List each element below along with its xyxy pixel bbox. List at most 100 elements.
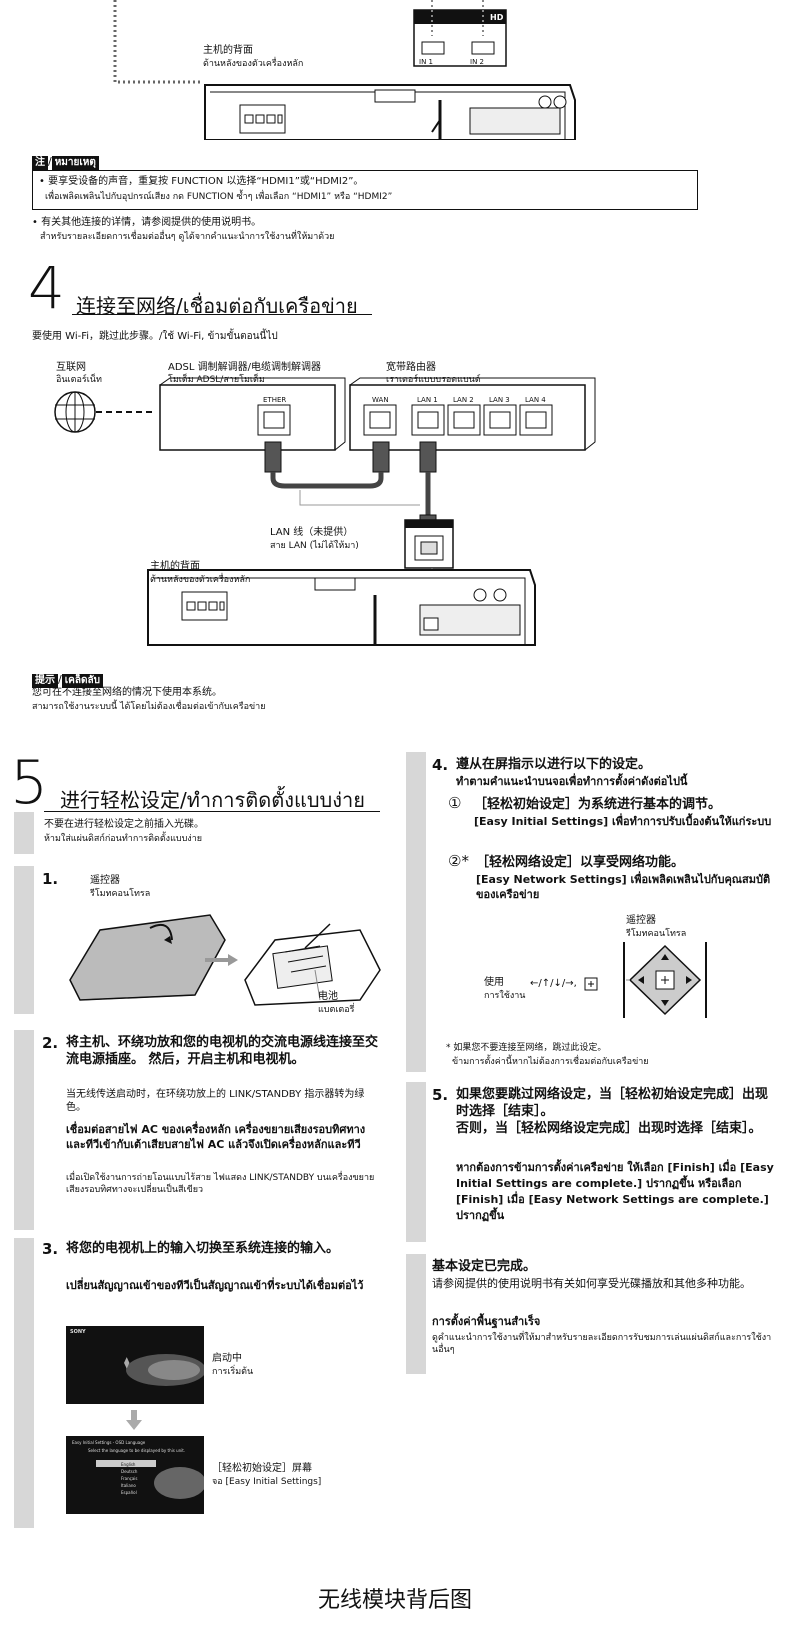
right-step5-number: 5. [432, 1086, 449, 1104]
top-rear-label-th: ด้านหลังของตัวเครื่องหลัก [203, 59, 304, 69]
step2-sub-th: เมื่อเปิดใช้งานการถ่ายโอนแบบไร้สาย ไฟแสด… [66, 1173, 375, 1195]
step1-battery-cn: 电池 [318, 991, 338, 1002]
tv-startup-screen: SONY ⧫ [66, 1326, 206, 1404]
step1-bar [14, 866, 34, 1014]
remote-dpad-illustration [623, 942, 707, 1018]
right-step5-th: หากต้องการข้ามการตั้งค่าเครือข่าย ให้เลื… [456, 1161, 774, 1222]
note2-cn: • 有关其他连接的详情，请参阅提供的使用说明书。 [32, 217, 262, 228]
settings-menu-header: Easy Initial Settings - OSD Language [72, 1440, 146, 1445]
step2-text-cn: 将主机、环绕功放和您的电视机的交流电源线连接至交流电源插座。 然后，开启主机和电… [66, 1035, 379, 1067]
settings-menu-item-4: Italiano [121, 1483, 136, 1488]
tip-th: สามารถใช้งานระบบนี้ ได้โดยไม่ต้องเชื่อมต… [32, 702, 266, 712]
s4-footnote-th: ข้ามการตั้งค่านี้หากไม่ต้องการเชื่อมต่อก… [452, 1057, 649, 1067]
intro-bar [14, 812, 34, 854]
tv-easy-settings-screen: Easy Initial Settings - OSD Language Sel… [66, 1436, 204, 1514]
step4-title-rule [72, 314, 372, 315]
top-rear-label-cn: 主机的背面 [203, 45, 253, 56]
router-label-cn: 宽带路由器 [386, 362, 436, 373]
item2-th: [Easy Network Settings] เพื่อเพลิดเพลินไ… [476, 873, 771, 901]
done-bar [406, 1254, 426, 1374]
settings-menu-item-2: Deutsch [121, 1469, 138, 1474]
lan-cable-label-cn: LAN 线（未提供） [270, 527, 354, 538]
right-step4-number: 4. [432, 756, 449, 774]
settings-menu-prompt: Select the language to be displayed by t… [88, 1448, 186, 1453]
done-th-sub: ดูคำแนะนำการใช้งานที่ให้มาสำหรับรายละเอี… [432, 1333, 772, 1355]
s4-remote-cn: 遥控器 [626, 915, 656, 926]
settings-menu-item-3: Français [121, 1476, 138, 1481]
step3-bar [14, 1238, 34, 1528]
step1-remote-cn: 遥控器 [90, 875, 120, 886]
tip-tag-cn: 提示 [32, 674, 58, 688]
step5-intro-th: ห้ามใส่แผ่นดิสก์ก่อนทำการติดตั้งแบบง่าย [44, 834, 203, 844]
right-step4-cn: 遵从在屏指示以进行以下的设定。 [456, 757, 652, 772]
note-box: • 要享受设备的声音，重复按 FUNCTION 以选择“HDMI1”或“HDMI… [32, 170, 698, 210]
step5-intro-cn: 不要在进行轻松设定之前插入光碟。 [44, 819, 204, 830]
s4-remote-th: รีโมทคอนโทรล [626, 929, 687, 939]
step4-subtitle: 要使用 Wi-Fi，跳过此步骤。/ใช้ Wi-Fi, ข้ามขั้นตอนน… [32, 331, 278, 342]
internet-label-th: อินเตอร์เน็ท [56, 375, 102, 385]
done-th: การตั้งค่าพื้นฐานสำเร็จ [432, 1315, 541, 1328]
done-cn: 基本设定已完成。 [432, 1259, 537, 1274]
startup-brand: SONY [70, 1329, 86, 1335]
step5-number: 5 [10, 748, 49, 818]
settings-menu-item-5: Español [121, 1490, 137, 1495]
item2-mark: ②* [448, 852, 469, 870]
step2-bar [14, 1030, 34, 1230]
done-cn-sub: 请参阅提供的使用说明书有关如何享受光碟播放和其他多种功能。 [432, 1277, 751, 1290]
hdmi-logo: HD [490, 13, 504, 22]
startup-label-th: การเริ่มต้น [212, 1367, 254, 1377]
internet-label-cn: 互联网 [56, 362, 86, 373]
startup-label-cn: 启动中 [212, 1353, 242, 1364]
router-label-th: เราเตอร์แบบบรอดแบนด์ [386, 375, 481, 385]
note-tag-cn: 注 [32, 156, 48, 170]
step4-number: 4 [28, 254, 65, 322]
step4-bar [406, 752, 426, 1072]
lan-port-2-label: LAN 2 [453, 396, 474, 404]
step1-battery-th: แบตเตอรี่ [318, 1005, 355, 1015]
wan-port-label: WAN [372, 396, 389, 404]
settings-disc-graphic [154, 1467, 204, 1499]
settings-menu-item-1: English [121, 1462, 136, 1467]
step3-text-th: เปลี่ยนสัญญาณเข้าของทีวีเป็นสัญญาณเข้าที… [66, 1279, 364, 1292]
modem-label-cn: ADSL 调制解调器/电缆调制解调器 [168, 362, 322, 373]
svg-text:⧫: ⧫ [124, 1356, 130, 1369]
lan-port-4-label: LAN 4 [525, 396, 546, 404]
item1-cn: ［轻松初始设定］为系统进行基本的调节。 [474, 797, 722, 812]
remote-battery-illustration [69, 914, 381, 1006]
hdmi-in1-label: IN 1 [419, 58, 433, 66]
step4-rear-label-cn: 主机的背面 [150, 561, 200, 572]
step3-text-cn: 将您的电视机上的输入切换至系统连接的输入。 [66, 1241, 340, 1256]
step2-sub-cn: 当无线传送启动时，在环绕功放上的 LINK/STANDBY 指示器转为绿色。 [66, 1089, 365, 1113]
enter-button-icon [584, 977, 598, 991]
s4-use-th: การใช้งาน [484, 991, 526, 1001]
note-tag: 注/หมายเหตุ [32, 150, 99, 170]
right-step4-th: ทำตามคำแนะนำบนจอเพื่อทำการตั้งค่าดังต่อไ… [456, 775, 688, 788]
top-connection-diagram [113, 0, 576, 140]
startup-disc-graphic: ⧫ [124, 1354, 206, 1386]
note2-th: สำหรับรายละเอียดการเชื่อมต่ออื่นๆ ดูได้จ… [40, 232, 335, 242]
step5-title-rule [44, 811, 380, 812]
lan-port-3-label: LAN 3 [489, 396, 510, 404]
network-diagram [54, 377, 596, 646]
ether-port-label: ETHER [263, 396, 287, 404]
easy-screen-label-cn: ［轻松初始设定］屏幕 [212, 1463, 312, 1474]
item1-mark: ① [448, 794, 462, 812]
settings-menu-highlight [96, 1460, 156, 1467]
step4-rear-label-th: ด้านหลังของตัวเครื่องหลัก [150, 575, 251, 585]
step4-title: 连接至网络/เชื่อมต่อกับเครือข่าย [76, 294, 358, 318]
item2-cn: ［轻松网络设定］以享受网络功能。 [476, 855, 685, 870]
step1-remote-th: รีโมทคอนโทรล [90, 889, 151, 899]
s4-arrow-keys: ←/↑/↓/→, [530, 978, 577, 989]
modem-label-th: โมเด็ม ADSL/สายโมเด็ม [168, 375, 265, 385]
step5-bar [406, 1082, 426, 1242]
tip-cn: 您可在不连接至网络的情况下使用本系统。 [32, 687, 222, 698]
hdmi-in2-label: IN 2 [470, 58, 484, 66]
right-step5-cn2: 否则，当［轻松网络设定完成］出现时选择［结束］。 [456, 1121, 762, 1136]
item1-th: [Easy Initial Settings] เพื่อทำการปรับเบ… [474, 815, 772, 828]
s4-use-cn: 使用 [484, 977, 504, 988]
step5-title: 进行轻松设定/ทำการติดตั้งแบบง่าย [60, 788, 365, 812]
note-tag-th: หมายเหตุ [51, 156, 99, 170]
tip-tag: 提示/เคล็ดลับ [32, 668, 103, 688]
step3-number: 3. [42, 1240, 59, 1258]
step2-text-th: เชื่อมต่อสายไฟ AC ของเครื่องหลัก เครื่อง… [66, 1123, 366, 1151]
